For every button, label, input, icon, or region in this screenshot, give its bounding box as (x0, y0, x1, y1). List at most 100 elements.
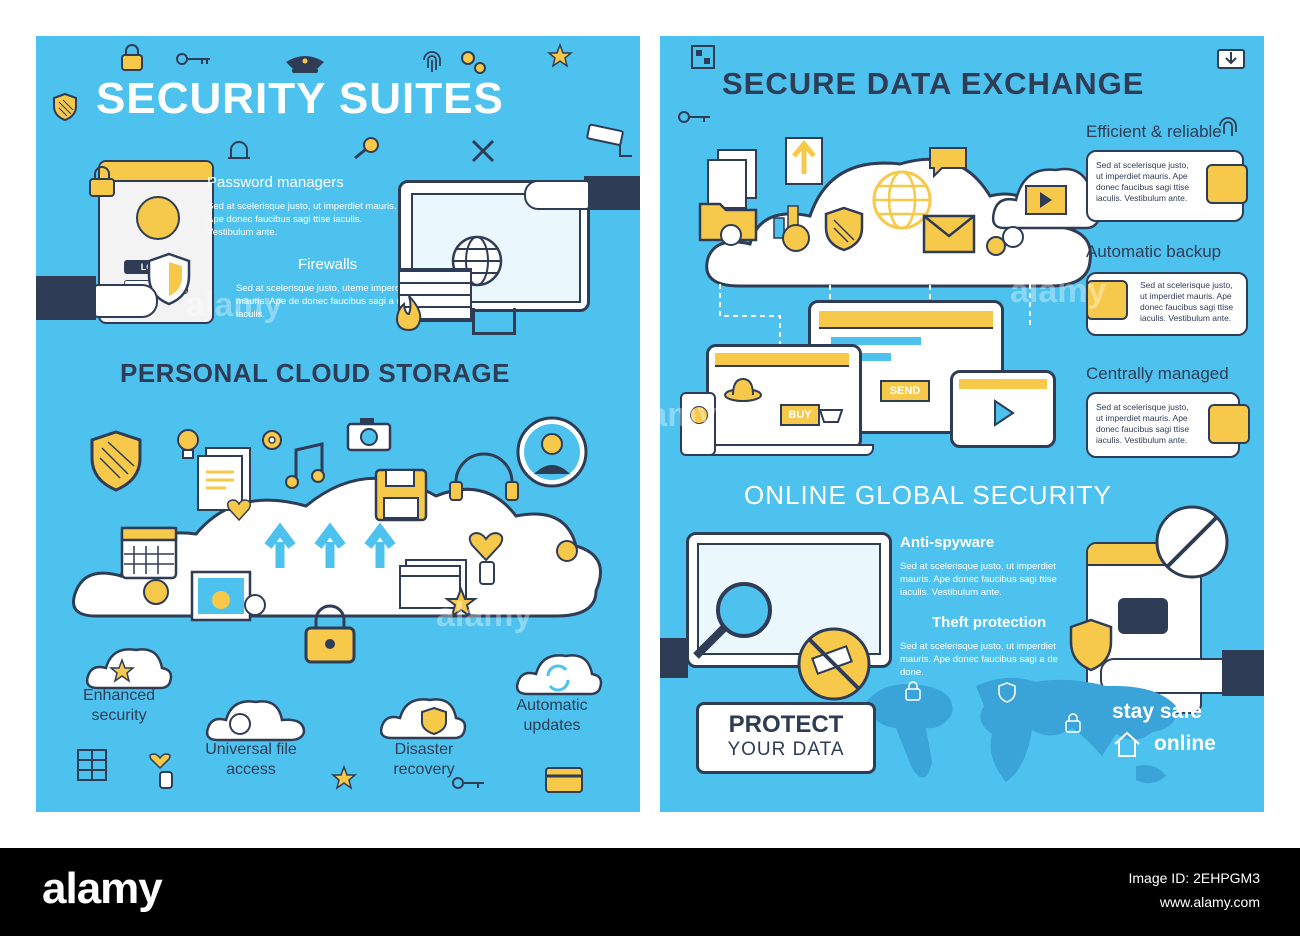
wallet (1118, 598, 1168, 634)
online-global-heading: ONLINE GLOBAL SECURITY (744, 480, 1112, 510)
magnifier-icon (693, 582, 772, 659)
avatar (690, 406, 708, 424)
heart-pointer-icon (468, 531, 504, 585)
shopping-basket-icon (818, 409, 844, 423)
lock-icon (905, 681, 921, 701)
documents-icon (707, 149, 757, 209)
heart-icon (226, 499, 252, 522)
shield-icon (998, 682, 1016, 703)
user-avatar-icon (516, 416, 588, 488)
music-note-icon (285, 442, 325, 489)
gear-icon (262, 430, 282, 450)
alamy-logo: alamy (42, 864, 163, 913)
universal-file-access-label: Universal file access (205, 741, 297, 778)
police-cap-icon (286, 56, 324, 73)
stock-footer: alamy Image ID: 2EHPGM3 www.alamy.com (0, 848, 1300, 936)
fingerprint-icon (1219, 117, 1237, 136)
envelope-icon (922, 214, 976, 254)
shield-icon (147, 252, 191, 306)
central-heading: Centrally managed (1086, 364, 1229, 383)
lock-icon (1065, 713, 1081, 733)
firewalls-text: Sed at scelerisque justo, uteme imperdie… (236, 283, 430, 320)
hat-icon (724, 377, 762, 402)
document-icon (197, 447, 251, 511)
smartphone (680, 392, 716, 456)
shield-icon (1069, 618, 1113, 672)
anti-spyware-heading: Anti-spyware (900, 534, 995, 551)
gear-icon (986, 236, 1006, 256)
theft-heading: Theft protection (932, 614, 1047, 631)
personal-cloud-heading: PERSONAL CLOUD STORAGE (120, 358, 510, 388)
gear-icon (244, 594, 266, 616)
disaster-recovery-label: Disaster recovery (393, 741, 455, 778)
watermark: alamy (436, 596, 533, 634)
lock-icon (121, 44, 143, 71)
security-suites-poster: SECURITY SUITES LOGIN Password managers … (36, 36, 640, 812)
page-title: SECURE DATA EXCHANGE (722, 66, 1145, 101)
browser-bar (715, 353, 849, 367)
efficient-text: Sed at scelerisque justo, ut imperdiet m… (1096, 160, 1190, 203)
laptop-base (694, 444, 874, 456)
folder-icon (698, 202, 758, 242)
phone-topbar (100, 162, 212, 182)
dollar-coin-icon (782, 224, 810, 252)
stay-safe-text: stay safe (1112, 700, 1202, 723)
image-id: Image ID: 2EHPGM3 (1128, 870, 1261, 886)
cctv-camera-icon (586, 123, 632, 157)
fire-icon (395, 295, 422, 332)
no-spy-camera-icon (797, 627, 871, 701)
image-credit: Image ID: 2EHPGM3 www.alamy.com (1129, 866, 1261, 914)
no-hand-icon (1155, 505, 1229, 579)
content-line (831, 337, 921, 345)
tools-icon (471, 139, 495, 163)
central-text: Sed at scelerisque justo, ut imperdiet m… (1096, 402, 1190, 445)
secure-data-exchange-poster: SECURE DATA EXCHANGE (660, 36, 1264, 812)
buy-button[interactable]: BUY (780, 404, 820, 426)
download-folder-icon (1217, 49, 1245, 69)
browser-bar (819, 311, 993, 329)
automatic-updates-label: Automatic updates (516, 697, 588, 734)
firewalls-heading: Firewalls (298, 256, 358, 273)
cloud-shield-icon (379, 698, 467, 740)
server-icon (77, 749, 107, 781)
photo-icon (190, 570, 252, 622)
headphones-icon (449, 452, 519, 501)
send-button[interactable]: SEND (880, 380, 930, 402)
padlock-icon (304, 604, 356, 664)
touch-heart-icon (149, 753, 173, 789)
browser-bar (959, 379, 1047, 389)
padlock-icon (89, 166, 115, 197)
light-bulb-icon (177, 429, 199, 459)
calendar-icon (120, 526, 178, 580)
magnifier-icon (354, 137, 379, 160)
sleeve (1222, 650, 1264, 696)
monitor-stand (472, 308, 516, 335)
shield-tile-icon (1206, 164, 1248, 204)
camera-icon (346, 418, 392, 452)
floppy-disk-icon (374, 468, 428, 522)
hand-with-magnifier (660, 638, 688, 678)
world-map (866, 677, 1177, 784)
anti-spyware-text: Sed at scelerisque justo, ut imperdiet m… (900, 561, 1057, 598)
upload-arrows-icon (264, 522, 396, 568)
backup-tile-icon (1086, 280, 1128, 320)
fingerprint-icon (423, 51, 441, 72)
gears-icon (461, 51, 486, 74)
watermark: alamy (660, 396, 717, 434)
protect-line-1: PROTECT (728, 711, 844, 738)
dollar-coin-icon (143, 579, 169, 605)
tablet (950, 370, 1056, 448)
star-icon (444, 586, 478, 619)
star-badge-icon (546, 42, 574, 68)
hand (524, 180, 590, 210)
avatar (136, 196, 180, 240)
hand (94, 284, 158, 318)
password-managers-text: Sed at scelerisque justo, ut imperdiet m… (207, 201, 397, 238)
laptop (706, 344, 862, 450)
chat-bubble-icon (929, 147, 967, 179)
protect-your-data-bubble: PROTECT YOUR DATA (696, 702, 876, 774)
star-badge-icon (330, 764, 358, 790)
hand-pointing (584, 176, 640, 210)
gear-icon (556, 540, 578, 562)
site-url: www.alamy.com (1159, 894, 1260, 910)
